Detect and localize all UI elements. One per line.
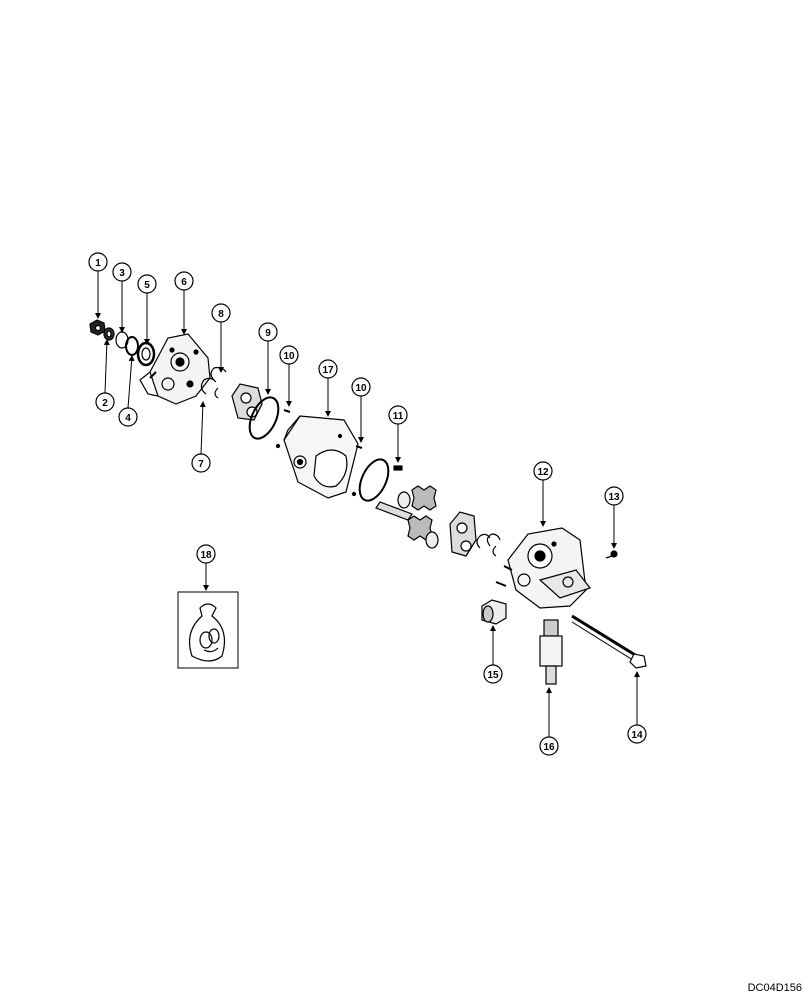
part-small-bolts — [495, 565, 513, 587]
callout-15: 15 — [487, 670, 499, 681]
part-nut — [89, 319, 106, 336]
callout-12: 12 — [537, 467, 549, 478]
part-plug — [481, 599, 507, 625]
seal-kit-bag-icon — [177, 591, 239, 669]
callout-14: 14 — [631, 730, 643, 741]
callout-17: 17 — [322, 365, 334, 376]
callout-1: 1 — [95, 258, 101, 269]
part-long-bolt — [571, 614, 647, 669]
callout-10-upper: 10 — [283, 351, 295, 362]
part-screw — [605, 550, 618, 559]
callout-3: 3 — [119, 268, 125, 279]
callout-9: 9 — [265, 328, 271, 339]
part-o-ring-rear — [358, 458, 390, 502]
part-bearing-block — [231, 383, 263, 421]
part-drive-gear — [397, 485, 437, 511]
part-gear-housing — [275, 415, 359, 499]
part-driven-gear-shaft — [375, 501, 439, 549]
callout-18: 18 — [200, 550, 212, 561]
part-shaft-seal — [136, 341, 156, 367]
drawing-code: DC04D156 — [747, 982, 802, 994]
part-o-ring — [248, 396, 280, 440]
part-dowel-pin-lower — [355, 445, 363, 449]
callout-labels: 1 2 3 4 5 6 7 8 9 10 10 17 11 12 13 18 1… — [95, 258, 643, 753]
part-washer — [103, 327, 115, 341]
callout-7: 7 — [198, 459, 204, 470]
part-key — [393, 465, 403, 471]
callout-6: 6 — [181, 277, 187, 288]
part-relief-valve — [539, 619, 563, 685]
part-ring — [125, 336, 139, 356]
callout-16: 16 — [543, 742, 555, 753]
part-rear-cover — [507, 527, 591, 609]
leader-lines — [95, 271, 640, 737]
part-dowel-pin-upper — [283, 409, 291, 413]
callout-2: 2 — [102, 398, 108, 409]
callout-13: 13 — [608, 492, 620, 503]
part-seal-set-rear — [476, 533, 501, 557]
callout-circles — [88, 252, 647, 756]
callout-5: 5 — [144, 280, 150, 291]
part-bearing-block-rear — [449, 511, 477, 557]
callout-4: 4 — [125, 413, 131, 424]
part-front-cover — [139, 333, 211, 405]
callout-8: 8 — [218, 309, 224, 320]
callout-11: 11 — [393, 411, 404, 422]
callout-10-lower: 10 — [355, 383, 367, 394]
